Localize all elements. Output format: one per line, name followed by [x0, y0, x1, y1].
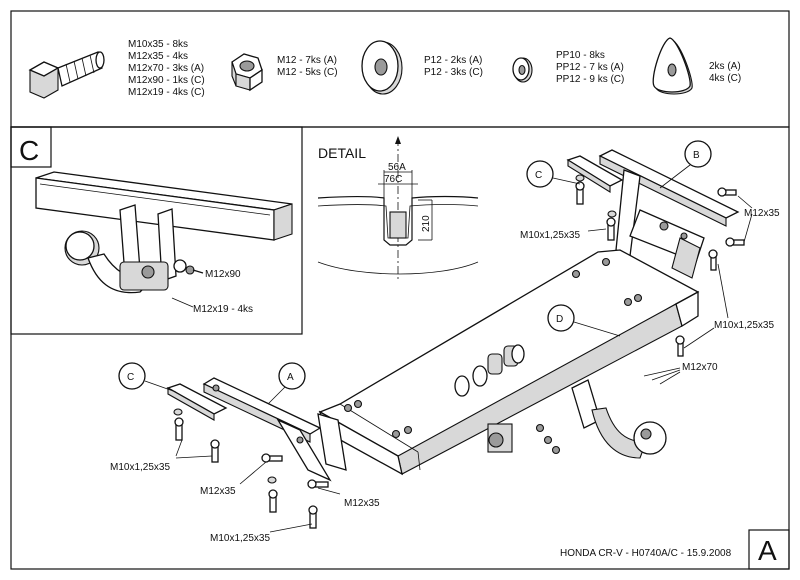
nut-icon: [353, 399, 363, 409]
variant-letter-box: [748, 529, 790, 570]
inset-c-detail-drawing: [35, 171, 293, 294]
bolt-icon: [717, 187, 737, 197]
bolt-icon: [675, 335, 685, 357]
bolt-icon: [575, 181, 585, 205]
callout-b-top: B: [659, 140, 712, 189]
footer-model-text: HONDA CR-V - H0740A/C - 15.9.2008: [560, 548, 732, 559]
washer-icon: [575, 174, 585, 182]
label-m12x35-bottom: M12x35: [344, 498, 380, 509]
inset-c-frame: [10, 126, 303, 335]
bolt-icon: [174, 417, 184, 441]
bolt-spec-2: M12x35 - 4ks: [128, 51, 188, 62]
label-m10x1-25x35-bottom: M10x1,25x35: [210, 533, 270, 544]
bolt-icon: [28, 51, 105, 99]
tow-ball-assembly: [487, 379, 667, 459]
detail-dim-76c: 76C: [384, 174, 402, 185]
washer-icon: [173, 408, 183, 416]
bolt-icon: [268, 489, 278, 513]
inset-leader-line: [171, 297, 194, 308]
flat-washer-icon: [361, 40, 403, 95]
bolt-icon: [606, 217, 616, 241]
bolt-spec-3: M12x70 - 3ks (A): [128, 63, 204, 74]
nut-icon: [535, 423, 545, 433]
main-drawing-frame: [10, 126, 790, 570]
bolt-icon: [261, 453, 283, 463]
bolt-icon: [210, 439, 220, 463]
label-m10x1-25x35-top: M10x1,25x35: [520, 230, 580, 241]
nut-icon: [391, 429, 401, 439]
svg-text:D: D: [556, 314, 563, 325]
nut-icon: [571, 269, 581, 279]
nut-spec-1: M12 - 7ks (A): [277, 55, 337, 66]
label-m12x70: M12x70: [682, 362, 718, 373]
nut-icon: [601, 257, 611, 267]
bolt-icon: [307, 479, 329, 489]
inset-c-letter-box: [10, 126, 52, 168]
label-m10x1-25x35-right: M10x1,25x35: [714, 320, 774, 331]
nut-icon: [403, 425, 413, 435]
bolt-hardware-group: [173, 174, 745, 529]
svg-text:A: A: [287, 372, 294, 383]
svg-text:C: C: [127, 372, 134, 383]
plate-spec-1: 2ks (A): [709, 61, 741, 72]
hex-nut-icon: [231, 53, 263, 92]
spring-washer-spec-3: PP12 - 9 ks (C): [556, 74, 624, 85]
bolt-icon: [725, 237, 745, 247]
detail-title: DETAIL: [318, 145, 366, 161]
plate-spec-2: 4ks (C): [709, 73, 741, 84]
bolt-spec-4: M12x90 - 1ks (C): [128, 75, 205, 86]
bolt-spec-1: M10x35 - 8ks: [128, 39, 188, 50]
detail-dim-210: 210: [421, 215, 432, 232]
left-bracket-a: [202, 377, 347, 482]
callout-d: D: [547, 304, 621, 337]
leader-lines: [175, 195, 753, 533]
nut-icon: [551, 445, 561, 455]
washer-spec-1: P12 - 2ks (A): [424, 55, 482, 66]
small-plate-top: [566, 155, 624, 193]
inset-bolt-icon: [173, 259, 204, 275]
label-m12x35-left: M12x35: [200, 486, 236, 497]
spacer-group: [454, 344, 525, 397]
bolt-spec-list: M10x35 - 8ks M12x35 - 4ks M12x70 - 3ks (…: [128, 39, 205, 98]
detail-dim-56a: 56A: [388, 162, 406, 173]
callout-c-top: C: [526, 160, 581, 188]
variant-letter: A: [758, 535, 777, 566]
small-plate-left: [166, 383, 228, 421]
nut-icon: [633, 293, 643, 303]
right-bracket-b: [598, 149, 740, 279]
spring-washer-icon: [512, 57, 533, 83]
washer-spec-2: P12 - 3ks (C): [424, 67, 483, 78]
detail-section-drawing: [317, 136, 479, 282]
svg-text:C: C: [535, 170, 542, 181]
nut-icon: [343, 403, 353, 413]
nut-icon: [623, 297, 633, 307]
washer-icon: [267, 476, 277, 484]
inset-label-m12x19: M12x19 - 4ks: [193, 304, 253, 315]
label-m12x35-top-right: M12x35: [744, 208, 780, 219]
bolt-icon: [308, 505, 318, 529]
washer-icon: [607, 210, 617, 218]
spacer-plate-icon: [652, 37, 693, 95]
svg-text:B: B: [693, 150, 700, 161]
nut-icon: [543, 435, 553, 445]
spring-washer-spec-2: PP12 - 7 ks (A): [556, 62, 624, 73]
label-m10x1-25x35-left: M10x1,25x35: [110, 462, 170, 473]
spring-washer-spec-1: PP10 - 8ks: [556, 50, 605, 61]
inset-c-letter: C: [19, 135, 39, 166]
nut-spec-2: M12 - 5ks (C): [277, 67, 338, 78]
bolt-icon: [708, 249, 718, 271]
callout-a-left: A: [267, 362, 306, 405]
bolt-spec-5: M12x19 - 4ks (C): [128, 87, 205, 98]
inset-label-m12x90: M12x90: [205, 269, 241, 280]
callout-c-left: C: [118, 362, 177, 393]
